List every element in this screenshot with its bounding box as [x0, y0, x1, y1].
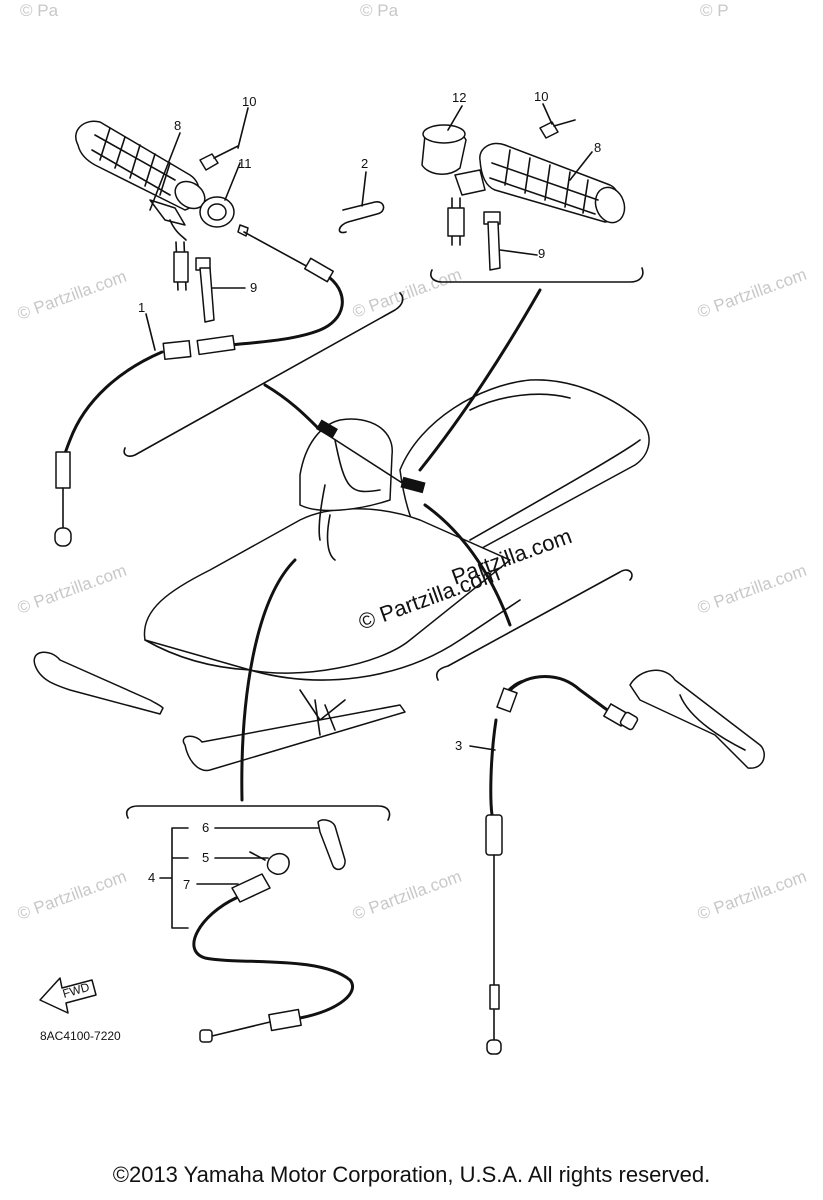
- switch-assembly: [159, 819, 354, 1043]
- callout-9-left: 9: [250, 280, 257, 295]
- callout-9-right: 9: [538, 246, 545, 261]
- diagram-code: 8AC4100-7220: [40, 1029, 121, 1043]
- callout-4: 4: [148, 870, 155, 885]
- switch-7: [231, 873, 271, 903]
- bolt-right: [539, 119, 576, 139]
- callout-6: 6: [202, 820, 209, 835]
- group-bracket-right: [430, 267, 644, 283]
- callout-3: 3: [455, 738, 462, 753]
- bolt-left: [199, 145, 239, 171]
- group-bracket-bottom: [125, 805, 391, 821]
- leader-arrow: [423, 503, 512, 627]
- leader-arrow: [240, 558, 297, 802]
- watermark: © P: [700, 1, 729, 20]
- watermark: © Pa: [20, 1, 59, 20]
- left-grip-assembly: [54, 120, 344, 547]
- callout-1: 1: [138, 300, 145, 315]
- snowmobile: [33, 379, 650, 772]
- callout-8-right: 8: [594, 140, 601, 155]
- cable-tie-right: [483, 211, 501, 271]
- watermark: © Pa: [360, 1, 399, 20]
- watermark: © Partzilla.com: [695, 867, 809, 924]
- brake-assembly: [485, 669, 765, 1055]
- copyright-notice: ©2013 Yamaha Motor Corporation, U.S.A. A…: [112, 1162, 711, 1187]
- lever-6: [317, 819, 346, 871]
- callout-10-right: 10: [534, 89, 548, 104]
- watermark: © Partzilla.com: [15, 561, 129, 618]
- grip-right: [454, 142, 626, 224]
- grip-left: [75, 120, 206, 241]
- watermark: © Partzilla.com: [350, 265, 464, 322]
- callouts: 1 2 3 4 5 6 7 8 8 9 9 10 10 11 12: [138, 89, 601, 892]
- callout-12: 12: [452, 90, 466, 105]
- callout-5: 5: [202, 850, 209, 865]
- group-bracket-left: [123, 292, 404, 457]
- clip: [338, 201, 385, 234]
- callout-8-left: 8: [174, 118, 181, 133]
- callout-10-left: 10: [242, 94, 256, 109]
- watermark: © Partzilla.com: [695, 561, 809, 618]
- callout-2: 2: [361, 156, 368, 171]
- watermark: © Partzilla.com: [15, 267, 129, 324]
- leader-arrow: [418, 288, 542, 472]
- callout-11: 11: [238, 156, 252, 171]
- watermark: © Partzilla.com: [695, 265, 809, 322]
- callout-leaders: [145, 103, 593, 885]
- callout-7: 7: [183, 877, 190, 892]
- throttle-cable: [54, 224, 344, 547]
- leader-arrow: [263, 383, 320, 430]
- watermark: © Partzilla.com: [350, 867, 464, 924]
- nut-5: [266, 852, 290, 875]
- grip-end-cap: [421, 124, 467, 175]
- right-grip-assembly: [421, 119, 626, 271]
- cable-tie-left: [195, 257, 215, 323]
- group-bracket-mid: [435, 569, 633, 681]
- watermark: © Partzilla.com: [15, 867, 129, 924]
- collar: [199, 196, 235, 228]
- fwd-arrow: FWD: [39, 977, 97, 1014]
